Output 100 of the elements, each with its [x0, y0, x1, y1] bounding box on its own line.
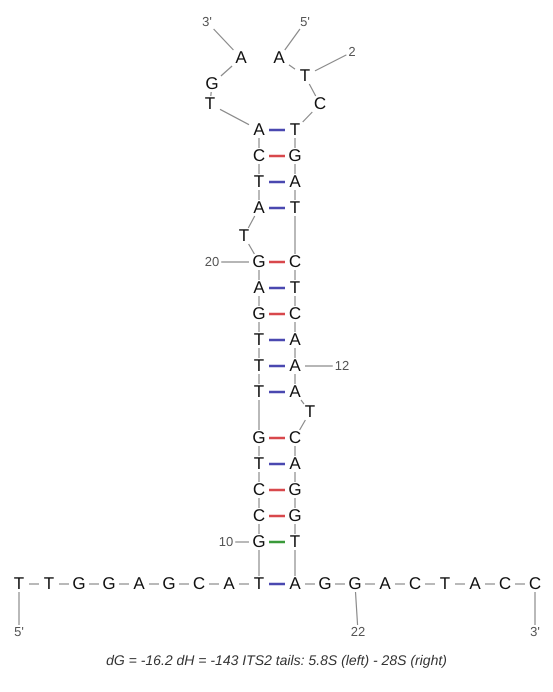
nucleotide-letter: A: [271, 49, 287, 67]
nucleotide-letter: A: [287, 331, 303, 349]
nucleotide-letter: T: [287, 121, 303, 139]
leader-line: [18, 592, 20, 625]
nucleotide-letter: G: [287, 507, 303, 525]
backbone-line: [149, 583, 159, 585]
nucleotide-letter: A: [287, 455, 303, 473]
leader-line: [534, 592, 536, 625]
backbone-line: [258, 190, 260, 200]
backbone-line: [294, 550, 296, 576]
nucleotide-letter: A: [251, 199, 267, 217]
backbone-line: [258, 498, 260, 508]
strand-end-label: 3': [530, 623, 540, 641]
base-pair-bond: [269, 286, 285, 290]
position-number: 12: [334, 357, 350, 375]
backbone-line: [515, 583, 525, 585]
nucleotide-letter: T: [202, 95, 218, 113]
backbone-line: [294, 348, 296, 358]
backbone-line: [294, 374, 296, 384]
nucleotide-letter: A: [287, 173, 303, 191]
nucleotide-letter: T: [437, 575, 453, 593]
backbone-line: [258, 374, 260, 384]
nucleotide-letter: T: [41, 575, 57, 593]
nucleotide-letter: C: [407, 575, 423, 593]
backbone-line: [258, 164, 260, 174]
backbone-line: [485, 583, 495, 585]
base-pair-bond: [269, 390, 285, 394]
backbone-line: [294, 524, 296, 534]
nucleotide-letter: G: [251, 253, 267, 271]
nucleotide-letter: T: [297, 67, 313, 85]
backbone-line: [248, 216, 256, 228]
base-pair-bond: [269, 488, 285, 492]
backbone-line: [294, 138, 296, 148]
backbone-line: [258, 296, 260, 306]
backbone-line: [258, 524, 260, 534]
backbone-line: [294, 164, 296, 174]
backbone-line: [335, 583, 345, 585]
nucleotide-letter: C: [527, 575, 543, 593]
leader-line: [284, 28, 300, 50]
nucleotide-letter: C: [251, 147, 267, 165]
backbone-line: [248, 244, 255, 254]
nucleotide-letter: T: [251, 455, 267, 473]
nucleotide-letter: T: [287, 533, 303, 551]
backbone-line: [294, 498, 296, 508]
backbone-line: [455, 583, 465, 585]
backbone-line: [258, 138, 260, 148]
leader-line: [221, 261, 249, 263]
nucleotide-letter: C: [251, 507, 267, 525]
backbone-line: [365, 583, 375, 585]
nucleotide-letter: G: [347, 575, 363, 593]
backbone-line: [294, 322, 296, 332]
backbone-line: [258, 348, 260, 358]
nucleotide-letter: C: [287, 253, 303, 271]
backbone-line: [258, 400, 260, 430]
base-pair-bond: [269, 364, 285, 368]
backbone-line: [294, 296, 296, 306]
nucleotide-letter: G: [204, 75, 220, 93]
base-pair-bond: [269, 436, 285, 440]
backbone-line: [239, 583, 249, 585]
backbone-line: [294, 216, 296, 254]
leader-line: [314, 54, 347, 72]
leader-line: [305, 365, 333, 367]
base-pair-bond: [269, 540, 285, 544]
backbone-line: [308, 84, 316, 96]
leader-line: [213, 28, 234, 50]
backbone-line: [119, 583, 129, 585]
nucleotide-letter: G: [71, 575, 87, 593]
backbone-line: [258, 322, 260, 332]
caption: dG = -16.2 dH = -143 ITS2 tails: 5.8S (left) - 28S (right): [105, 652, 448, 668]
strand-end-label: 5': [14, 623, 24, 641]
leader-line: [235, 541, 249, 543]
backbone-line: [300, 400, 304, 404]
position-number: 2: [348, 43, 356, 61]
nucleotide-letter: T: [287, 279, 303, 297]
nucleotide-letter: T: [251, 575, 267, 593]
base-pair-bond: [269, 514, 285, 518]
nucleotide-letter: A: [287, 357, 303, 375]
base-pair-bond: [269, 154, 285, 158]
backbone-line: [179, 583, 189, 585]
nucleotide-letter: A: [287, 575, 303, 593]
nucleotide-letter: G: [317, 575, 333, 593]
backbone-line: [305, 583, 315, 585]
position-number: 10: [218, 533, 234, 551]
nucleotide-letter: G: [287, 481, 303, 499]
backbone-line: [302, 112, 313, 122]
backbone-line: [59, 583, 69, 585]
position-number: 20: [204, 253, 220, 271]
nucleotide-letter: A: [467, 575, 483, 593]
base-pair-bond: [269, 180, 285, 184]
nucleotide-letter: C: [287, 429, 303, 447]
backbone-line: [288, 64, 296, 70]
nucleotide-letter: G: [251, 533, 267, 551]
nucleotide-letter: T: [302, 403, 318, 421]
base-pair-bond: [269, 462, 285, 466]
nucleotide-letter: G: [161, 575, 177, 593]
backbone-line: [29, 583, 39, 585]
nucleotide-letter: G: [101, 575, 117, 593]
backbone-line: [210, 92, 212, 96]
backbone-line: [209, 583, 219, 585]
backbone-line: [299, 420, 306, 430]
